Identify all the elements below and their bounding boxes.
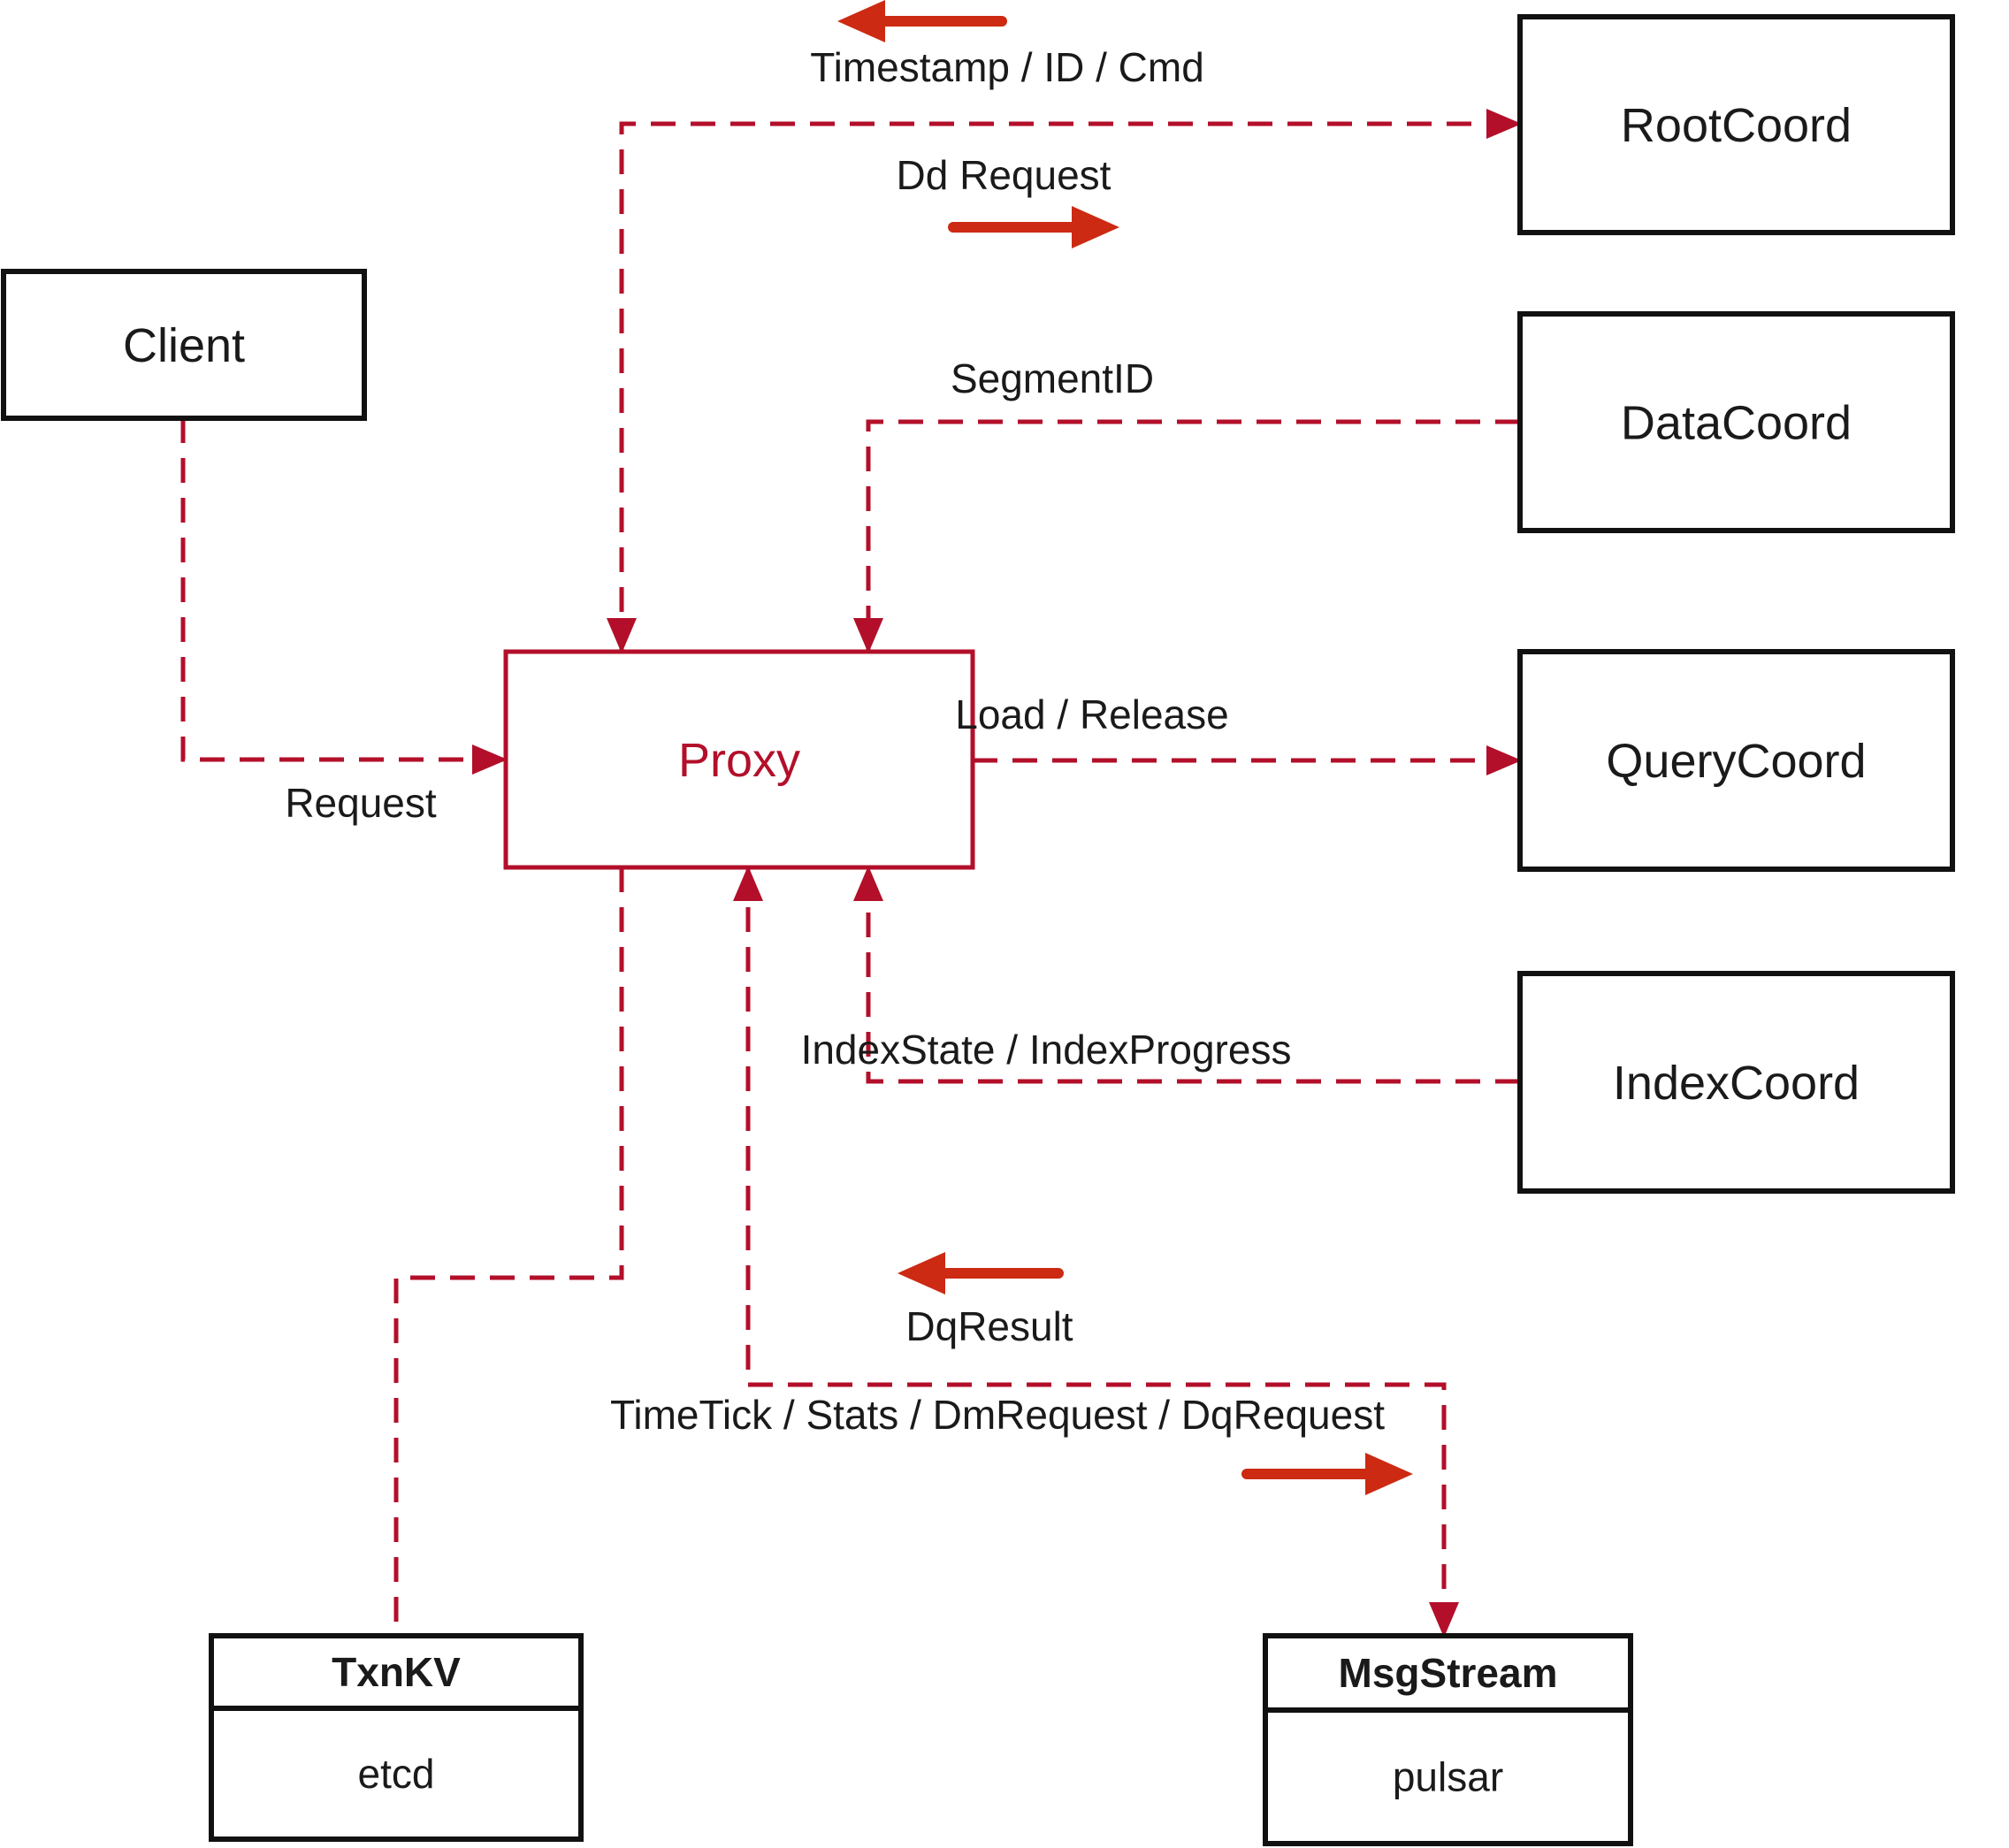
node-querycoord: QueryCoord [1517,649,1955,872]
direction-arrows-layer [837,0,1413,1495]
edge-proxy-to-rootcoord [607,109,1522,653]
node-querycoord-box [1517,649,1955,872]
node-indexcoord: IndexCoord [1517,971,1955,1194]
label-dqresult: DqResult [905,1303,1073,1349]
node-txnkv-box [209,1633,584,1842]
edge-proxy-to-txnkv [393,867,624,1636]
node-client-label: Client [123,319,245,372]
arrow-dd-request-send [948,206,1119,248]
node-client-box [1,269,367,421]
arrow-dd-request-send-head-icon [1072,206,1119,248]
node-proxy-box [503,649,975,870]
node-rootcoord: RootCoord [1517,14,1955,235]
edge-datacoord-to-proxy [853,419,1520,653]
node-msgstream-title: MsgStream [1339,1650,1558,1696]
label-request: Request [285,780,437,826]
nodes-layer: Client RootCoordDataCoordQueryCoordIndexC… [1,14,1955,1846]
node-msgstream-body: pulsar [1393,1754,1503,1800]
node-proxy-label: Proxy [678,734,800,787]
arrow-dqresult-return [898,1252,1064,1294]
edges-layer [180,109,1522,1638]
arrow-dmrequest-send [1241,1453,1413,1495]
arrow-dqresult-return-head-icon [898,1252,945,1294]
node-indexcoord-box [1517,971,1955,1194]
label-segmentid: SegmentID [951,355,1154,401]
node-msgstream: MsgStream pulsar [1263,1633,1633,1846]
node-msgstream-box [1263,1633,1633,1846]
label-dd-request: Dd Request [897,152,1111,198]
node-datacoord-box [1517,311,1955,533]
node-client: Client [1,269,367,421]
node-txnkv-title: TxnKV [332,1649,461,1695]
node-rootcoord-box [1517,14,1955,235]
label-indexstate: IndexState / IndexProgress [801,1027,1292,1073]
edge-client-to-proxy [180,418,508,775]
edge-proxy-to-msgstream [733,866,1459,1638]
node-rootcoord-label: RootCoord [1621,99,1852,152]
label-timetick: TimeTick / Stats / DmRequest / DqRequest [610,1392,1385,1438]
node-querycoord-label: QueryCoord [1606,735,1866,788]
arrow-timestamp-return [837,0,1007,42]
node-proxy: Proxy [503,649,975,870]
arrow-dmrequest-send-head-icon [1365,1453,1413,1495]
label-timestamp-id-cmd: Timestamp / ID / Cmd [810,44,1204,90]
node-datacoord: DataCoord [1517,311,1955,533]
node-indexcoord-label: IndexCoord [1613,1057,1860,1110]
node-txnkv-body: etcd [358,1751,435,1797]
label-load-release: Load / Release [955,691,1228,737]
node-txnkv: TxnKV etcd [209,1633,584,1842]
arrow-timestamp-return-head-icon [837,0,885,42]
node-datacoord-label: DataCoord [1621,396,1852,449]
